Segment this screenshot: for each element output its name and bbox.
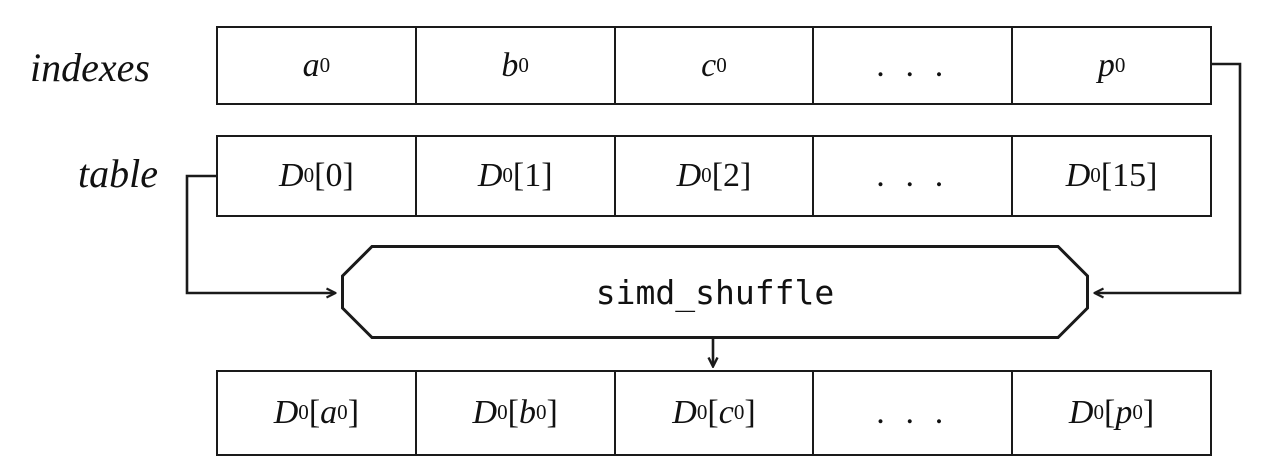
result-cell-4-index-sub: 0 bbox=[1132, 400, 1143, 425]
indexes-cell-1-sub: 0 bbox=[518, 52, 529, 77]
result-cell-4-bracket-open: [ bbox=[1104, 394, 1116, 431]
indexes-cell-2-sub: 0 bbox=[716, 52, 727, 77]
result-cell-2-index-var: c bbox=[718, 394, 734, 431]
result-cell-1-sup: 0 bbox=[497, 400, 508, 425]
result-cell-2-sup: 0 bbox=[696, 400, 708, 425]
result-cell-2-bracket-open: [ bbox=[707, 394, 719, 431]
result-cell-1-base: D bbox=[472, 394, 498, 431]
result-cell-0-sup: 0 bbox=[298, 400, 309, 425]
table-cell-4-index: [15] bbox=[1100, 157, 1158, 194]
indexes-cell-4-sub: 0 bbox=[1114, 52, 1126, 77]
indexes-cell-0-base: a bbox=[302, 46, 320, 84]
table-cell-3: . . . bbox=[814, 137, 1014, 215]
result-cell-1-bracket-open: [ bbox=[507, 394, 519, 431]
table-cell-2-index: [2] bbox=[711, 157, 752, 194]
table-cell-0-index: [0] bbox=[314, 157, 354, 194]
result-cell-0-base: D bbox=[273, 394, 299, 431]
result-cell-3: . . . bbox=[814, 372, 1014, 454]
table-cell-0-sup: 0 bbox=[303, 163, 315, 188]
indexes-cell-0-sub: 0 bbox=[319, 52, 331, 77]
ellipsis-table: . . . bbox=[876, 157, 950, 194]
result-cell-2-base: D bbox=[672, 394, 697, 431]
table-cell-4-base: D bbox=[1065, 157, 1091, 194]
simd-shuffle-node bbox=[341, 245, 1089, 339]
table-cell-2-sup: 0 bbox=[701, 163, 712, 188]
table-cell-2-base: D bbox=[676, 157, 702, 194]
indexes-cell-3: . . . bbox=[814, 28, 1014, 103]
ellipsis-indexes: . . . bbox=[876, 46, 950, 84]
result-cell-0-bracket-open: [ bbox=[308, 394, 321, 431]
row-label-table: table bbox=[78, 151, 158, 196]
table-cell-0-base: D bbox=[279, 157, 304, 194]
indexes-cell-4-base: p bbox=[1097, 46, 1115, 84]
table-cell-1-base: D bbox=[477, 157, 503, 194]
result-cell-2-bracket-close: ] bbox=[744, 394, 756, 431]
result-cell-1-bracket-close: ] bbox=[546, 394, 558, 431]
octagon-shape bbox=[341, 245, 1089, 339]
result-cell-2-index-sub: 0 bbox=[733, 400, 745, 425]
result-cell-0-index-var: a bbox=[320, 394, 338, 431]
result-cell-1-index-sub: 0 bbox=[535, 400, 547, 425]
indexes-cell-2-base: c bbox=[701, 46, 717, 84]
result-cell-4-sup: 0 bbox=[1093, 400, 1105, 425]
table-cell-1-index: [1] bbox=[512, 157, 553, 194]
result-cell-1-index-var: b bbox=[518, 394, 536, 431]
result-cell-0-index-sub: 0 bbox=[337, 400, 348, 425]
result-cell-4-bracket-close: ] bbox=[1142, 394, 1155, 431]
result-cell-4-base: D bbox=[1068, 394, 1094, 431]
ellipsis-result: . . . bbox=[876, 394, 950, 431]
result-cell-0-bracket-close: ] bbox=[347, 394, 360, 431]
result-cell-4-index-var: p bbox=[1115, 394, 1133, 431]
row-label-indexes: indexes bbox=[30, 45, 150, 90]
indexes-cell-1-base: b bbox=[501, 46, 519, 84]
table-cell-4-sup: 0 bbox=[1090, 163, 1101, 188]
table-cell-1-sup: 0 bbox=[502, 163, 513, 188]
simd-shuffle-label: simd_shuffle bbox=[595, 272, 835, 312]
